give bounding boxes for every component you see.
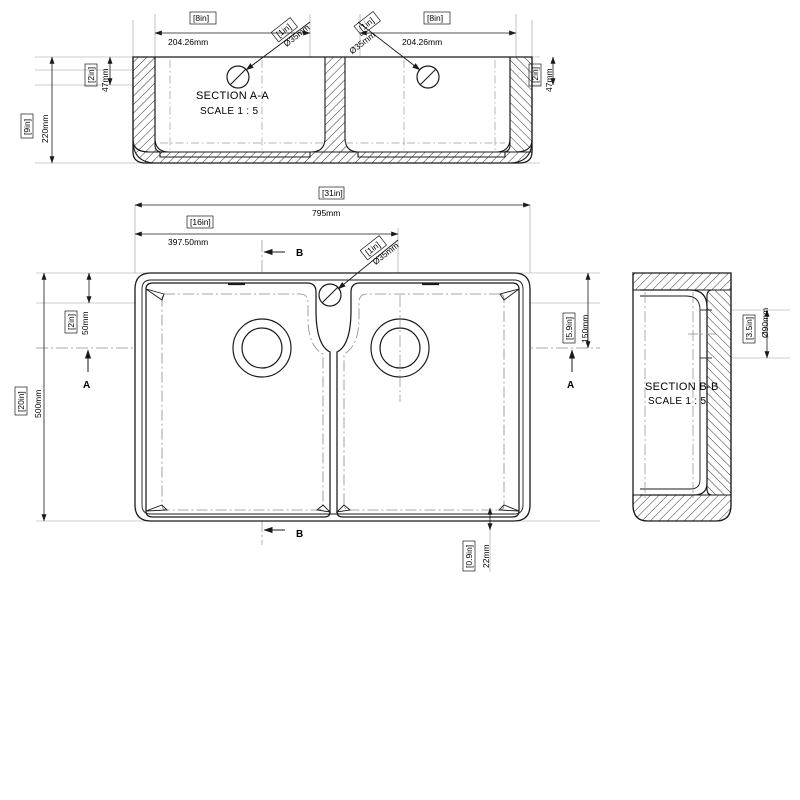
dim-plan-height-in: [20in]	[16, 391, 26, 412]
plan-tap-hole-leader	[337, 239, 399, 290]
section-aa-title: SECTION A-A	[196, 90, 269, 102]
dim-plan-right-in: [5.9in]	[564, 317, 574, 340]
plan-view: [1in] Ø35mm [31in] 795mm [16in] 397.50mm…	[14, 186, 600, 572]
section-bb-view: [3.5in] Ø90mm SECTION B-B SCALE 1 : 5	[632, 272, 790, 522]
dim-plan-right-offset: [5.9in] 150mm	[562, 272, 591, 349]
dim-section-aa-rim-right: [2in] 47mm	[528, 56, 556, 92]
dim-bowl-right-mm: 204.26mm	[402, 37, 442, 47]
plan-left-drain	[232, 318, 292, 378]
dim-bowl-left-in: [8in]	[193, 13, 209, 23]
section-marker-b-top-label: B	[296, 248, 303, 259]
dim-section-aa-rim-left: [2in] 47mm	[84, 56, 113, 92]
section-bb-scale: SCALE 1 : 5	[648, 396, 706, 407]
dim-plan-bowl-span: [16in] 397.50mm	[134, 215, 399, 247]
dim-plan-top-offset: [2in] 50mm	[64, 272, 92, 335]
dim-rim-right-mm: 47mm	[544, 68, 554, 92]
plan-right-bowl	[336, 282, 520, 518]
plan-corner-chamfers	[145, 288, 520, 513]
dim-plan-top-mm: 50mm	[80, 311, 90, 335]
section-bb-hidden-lines	[644, 292, 694, 500]
dim-plan-top-in: [2in]	[66, 314, 76, 330]
plan-left-bowl	[145, 282, 331, 518]
section-bb-right-wall-hatch	[706, 289, 732, 496]
section-marker-a-left-label: A	[83, 380, 90, 391]
dim-plan-height-mm: 500mm	[33, 390, 43, 418]
label-hole-left: [1in] Ø35mm	[270, 17, 312, 49]
dim-bowl-left-mm: 204.26mm	[168, 37, 208, 47]
section-bb-drain-slot	[700, 309, 712, 359]
section-aa-right-tap-hole	[416, 65, 440, 89]
plan-hole-label: [1in] Ø35mm	[359, 235, 401, 267]
hole-right-mm: Ø35mm	[347, 30, 377, 56]
dim-plan-width-in: [31in]	[322, 188, 343, 198]
plan-tap-hole	[318, 283, 342, 307]
dim-rim-left-in: [2in]	[86, 67, 96, 83]
left-hole-leader	[245, 21, 311, 71]
dim-section-aa-height: [9in] 220mm	[20, 56, 55, 164]
section-marker-b-top: B	[263, 248, 303, 259]
dim-rim-right-in: [2in]	[530, 67, 540, 83]
dim-plan-height: [20in] 500mm	[14, 272, 47, 522]
section-marker-b-bottom: B	[263, 526, 303, 540]
section-bb-top-wall-hatch	[632, 272, 732, 291]
plan-outer-body	[134, 272, 531, 522]
section-marker-a-right: A	[567, 349, 576, 391]
section-aa-right-bowl-profile	[352, 57, 511, 158]
section-marker-a-left: A	[83, 349, 92, 391]
section-marker-a-right-label: A	[567, 380, 574, 391]
dim-bowl-right-in: [8in]	[427, 13, 443, 23]
dim-plan-width: [31in] 795mm	[134, 186, 531, 218]
section-bb-bowl-profile	[640, 289, 708, 496]
dim-plan-width-mm: 795mm	[312, 208, 340, 218]
dim-plan-right-mm: 150mm	[580, 315, 590, 343]
section-bb-title: SECTION B-B	[645, 381, 719, 393]
dim-plan-bottom-mm: 22mm	[481, 544, 491, 568]
dim-height-mm: 220mm	[40, 115, 50, 143]
section-aa-view: [8in] 204.26mm [8in] 204.26mm [1in] Ø35m…	[20, 10, 556, 164]
dim-plan-span-mm: 397.50mm	[168, 237, 208, 247]
section-aa-hidden-lines	[160, 60, 505, 150]
dim-section-aa-bowl-left: [8in] 204.26mm	[154, 11, 311, 47]
section-bb-bowl-inner	[640, 295, 701, 490]
section-marker-b-bottom-label: B	[296, 529, 303, 540]
dim-plan-bottom: [0.9in] 22mm	[462, 507, 493, 572]
dim-bb-drain-in: [3.5in]	[744, 317, 754, 340]
dim-bb-drain-mm: Ø90mm	[760, 308, 770, 338]
section-bb-bottom-wall-hatch	[632, 494, 732, 522]
dim-plan-bottom-in: [0.9in]	[464, 545, 474, 568]
section-aa-scale: SCALE 1 : 5	[200, 106, 258, 117]
dim-plan-span-in: [16in]	[190, 217, 211, 227]
dim-height-in: [9in]	[22, 119, 32, 135]
label-hole-right: [1in] Ø35mm	[347, 10, 381, 56]
section-aa-left-bowl-profile	[154, 57, 316, 158]
dim-section-bb-drain: [3.5in] Ø90mm	[742, 308, 770, 359]
dim-rim-left-mm: 47mm	[100, 68, 110, 92]
section-aa-left-tap-hole	[226, 65, 250, 89]
dim-section-aa-bowl-right: [8in] 204.26mm	[359, 11, 517, 47]
